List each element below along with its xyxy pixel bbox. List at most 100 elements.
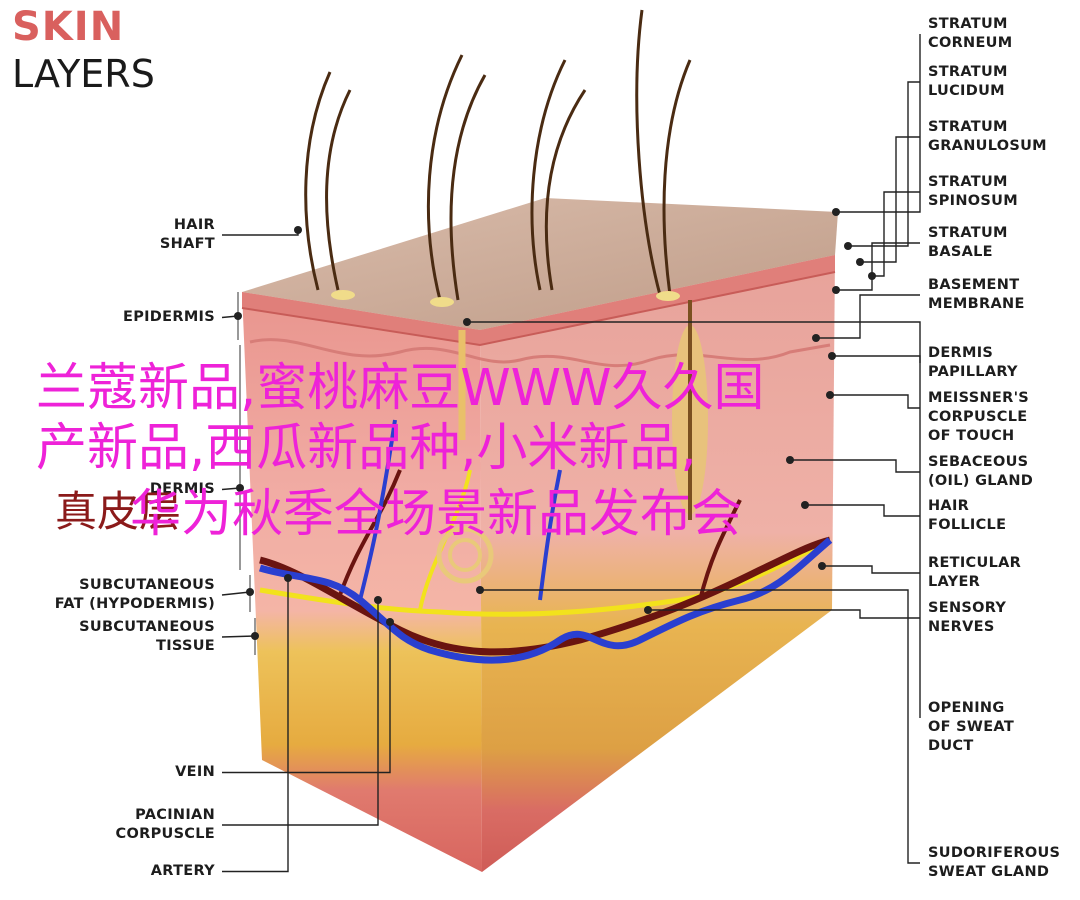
hair-shafts [304,9,692,301]
leader-basement-membrane [816,294,920,339]
leader-stratum-granulosum [860,136,920,263]
artery-line [259,536,831,656]
label-line: NERVES [928,619,995,635]
label-line: SUBCUTANEOUS [79,619,215,635]
label-vein: VEIN [175,763,215,782]
label-line: TISSUE [156,638,215,654]
label-line: SWEAT GLAND [928,864,1050,880]
label-line: DERMIS [928,345,994,361]
leader-sebaceous-gland [790,459,920,473]
label-line: PACINIAN [135,807,215,823]
label-line: HAIR [173,217,215,233]
overlay-text-line3: 华为秋季全场景新品发布会 [130,485,743,544]
dot-hair-shaft [294,226,302,234]
label-artery: ARTERY [151,862,215,881]
label-line: STRATUM [928,174,1008,190]
label-line: (OIL) GLAND [928,473,1034,489]
dot-dermis [236,484,244,492]
label-line: HAIR [928,498,970,514]
label-dermis-papillary: DERMIS PAPILLARY [928,344,1018,382]
label-line: FAT (HYPODERMIS) [54,596,215,612]
label-line: STRATUM [928,64,1008,80]
leader-stratum-spinosum [872,191,920,277]
label-line: PAPILLARY [928,364,1018,380]
title-skin: SKIN [12,4,125,50]
label-line: STRATUM [928,225,1008,241]
label-subcutaneous-fat: SUBCUTANEOUS FAT (HYPODERMIS) [55,576,215,614]
stamp-text: 真皮层 [55,487,182,536]
dot-epidermis [234,312,242,320]
dot-artery [284,574,292,582]
label-line: CORPUSCLE [928,409,1028,425]
label-line: RETICULAR [928,555,1022,571]
title-layers: LAYERS [12,52,155,96]
label-line: SHAFT [159,236,215,252]
leader-subcutaneous-tissue [221,635,256,638]
label-sensory-nerves: SENSORY NERVES [928,599,1006,637]
label-hair-follicle: HAIR FOLLICLE [928,497,1006,535]
dermis-wave [249,338,831,368]
label-stratum-spinosum: STRATUM SPINOSUM [928,173,1018,211]
leader-sudoriferous-gland [480,589,920,864]
dot-stratum-corneum [832,208,840,216]
label-line: DUCT [928,738,974,754]
dot-sensory-nerves [644,606,652,614]
leader-sensory-nerves [648,609,920,619]
label-line: OPENING [928,700,1005,716]
label-stratum-granulosum: STRATUM GRANULOSUM [928,118,1047,156]
leader-pacinian-corpuscle [222,600,379,826]
overlay-text-line1: 兰蔻新品,蜜桃麻豆WWW久久国 [36,359,765,418]
dot-subcutaneous-tissue [251,632,259,640]
label-line: SUBCUTANEOUS [79,577,215,593]
label-line: STRATUM [928,119,1008,135]
label-line: MEISSNER'S [928,390,1030,406]
leader-subcutaneous-fat [221,591,251,596]
leader-reticular-layer [822,565,920,574]
leader-artery [222,578,289,873]
label-line: SEBACEOUS [928,454,1029,470]
label-epidermis: EPIDERMIS [123,308,215,327]
vein-line [258,537,833,664]
dot-stratum-spinosum [868,272,876,280]
label-line: VEIN [175,764,215,780]
label-sebaceous-gland: SEBACEOUS (OIL) GLAND [928,453,1033,491]
label-line: SPINOSUM [928,193,1018,209]
dot-vein [386,618,394,626]
label-line: LUCIDUM [928,83,1005,99]
block-left-face [242,292,482,872]
leader-stratum-basale [836,242,920,291]
label-line: GRANULOSUM [928,138,1047,154]
leader-vein [222,622,391,774]
label-line: FOLLICLE [928,517,1007,533]
leader-stratum-lucidum [848,81,920,247]
label-meissners-corpuscle: MEISSNER'S CORPUSCLE OF TOUCH [928,389,1029,446]
block-top-surface [242,198,838,330]
dot-stratum-basale [832,286,840,294]
dot-stratum-lucidum [844,242,852,250]
label-line: OF TOUCH [928,428,1015,444]
label-dermis: DERMIS [150,480,215,499]
label-line: CORPUSCLE [115,826,215,842]
label-subcutaneous-tissue: SUBCUTANEOUS TISSUE [79,618,215,656]
dot-opening-sweat-duct [463,318,471,326]
dot-stratum-granulosum [856,258,864,266]
label-line: STRATUM [928,16,1008,32]
label-line: LAYER [928,574,981,590]
dot-hair-follicle [801,501,809,509]
overlay-text-line2: 产新品,西瓜新品种,小米新品, [36,419,697,478]
label-line: CORNEUM [928,35,1013,51]
label-stratum-corneum: STRATUM CORNEUM [928,15,1012,53]
label-stratum-lucidum: STRATUM LUCIDUM [928,63,1008,101]
dot-dermis-papillary [828,352,836,360]
label-line: MEMBRANE [928,296,1025,312]
label-line: SENSORY [928,600,1007,616]
dot-pacinian-corpuscle [374,596,382,604]
leader-meissners-corpuscle [830,394,920,409]
label-line: ARTERY [150,863,215,879]
